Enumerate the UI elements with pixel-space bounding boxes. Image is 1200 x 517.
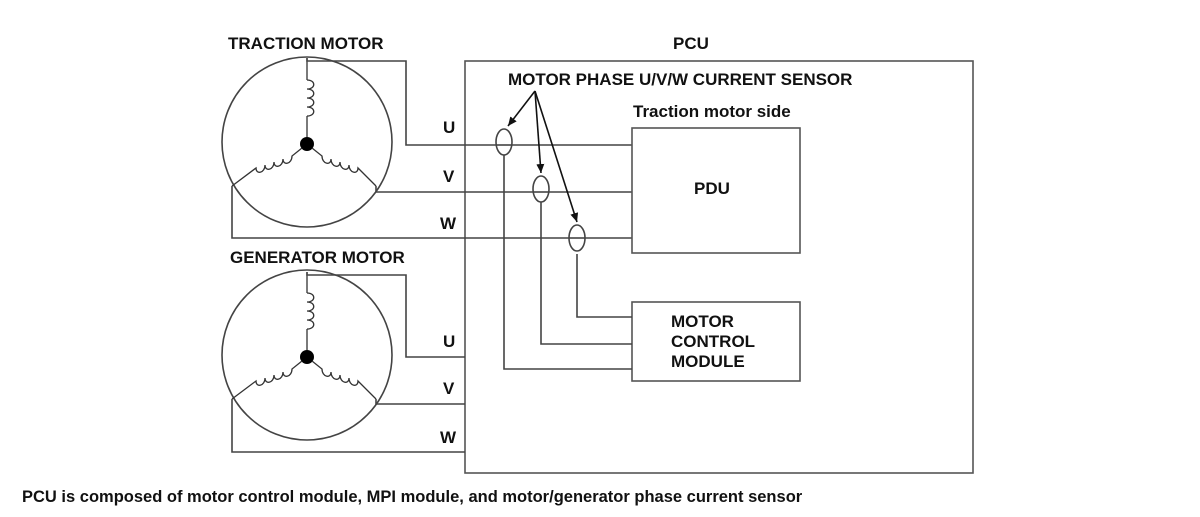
current-sensor-label: MOTOR PHASE U/V/W CURRENT SENSOR	[508, 70, 852, 89]
generator-motor-neutral-point	[300, 350, 314, 364]
generator-u-lead	[306, 272, 465, 358]
pcu-label: PCU	[673, 34, 709, 53]
traction-w-lead	[231, 186, 632, 239]
generator-winding-w	[311, 360, 377, 400]
traction-motor-symbol	[221, 56, 393, 228]
generator-motor-symbol	[221, 269, 393, 441]
traction-motor-neutral-point	[300, 137, 314, 151]
sensor-v-signal	[540, 202, 632, 345]
traction-winding-u	[306, 79, 315, 117]
traction-winding-w	[311, 147, 377, 187]
traction-motor-label: TRACTION MOTOR	[228, 34, 384, 53]
traction-phase-w-label: W	[440, 214, 457, 233]
generator-motor-label: GENERATOR MOTOR	[230, 248, 405, 267]
traction-phase-v-label: V	[443, 167, 455, 186]
traction-u-lead	[306, 58, 632, 146]
generator-phase-v-label: V	[443, 379, 455, 398]
pcu-enclosure	[464, 60, 974, 474]
traction-motor-side-label: Traction motor side	[633, 102, 791, 121]
diagram-caption: PCU is composed of motor control module,…	[22, 488, 803, 506]
sensor-pointer-w	[534, 90, 579, 223]
generator-winding-v	[231, 360, 303, 400]
sensor-w-signal	[576, 254, 632, 318]
pdu-box	[631, 127, 801, 254]
mcm-label-line1: MOTOR	[671, 312, 734, 331]
current-sensor-u	[495, 128, 513, 156]
generator-w-lead	[231, 399, 465, 453]
mcm-label-line3: MODULE	[671, 352, 745, 371]
sensor-u-signal	[503, 154, 632, 370]
pdu-label: PDU	[694, 179, 730, 198]
sensor-pointer-u	[507, 90, 536, 127]
traction-winding-v	[231, 147, 303, 187]
sensor-pointer-v	[534, 90, 545, 174]
generator-phase-w-label: W	[440, 428, 457, 447]
generator-winding-u	[306, 292, 315, 330]
motor-control-module-box	[631, 301, 801, 382]
current-sensor-v	[532, 175, 550, 203]
generator-motor-housing	[221, 269, 393, 441]
generator-phase-u-label: U	[443, 332, 455, 351]
generator-v-lead	[375, 399, 465, 405]
traction-phase-u-label: U	[443, 118, 455, 137]
traction-motor-housing	[221, 56, 393, 228]
mcm-label-line2: CONTROL	[671, 332, 755, 351]
